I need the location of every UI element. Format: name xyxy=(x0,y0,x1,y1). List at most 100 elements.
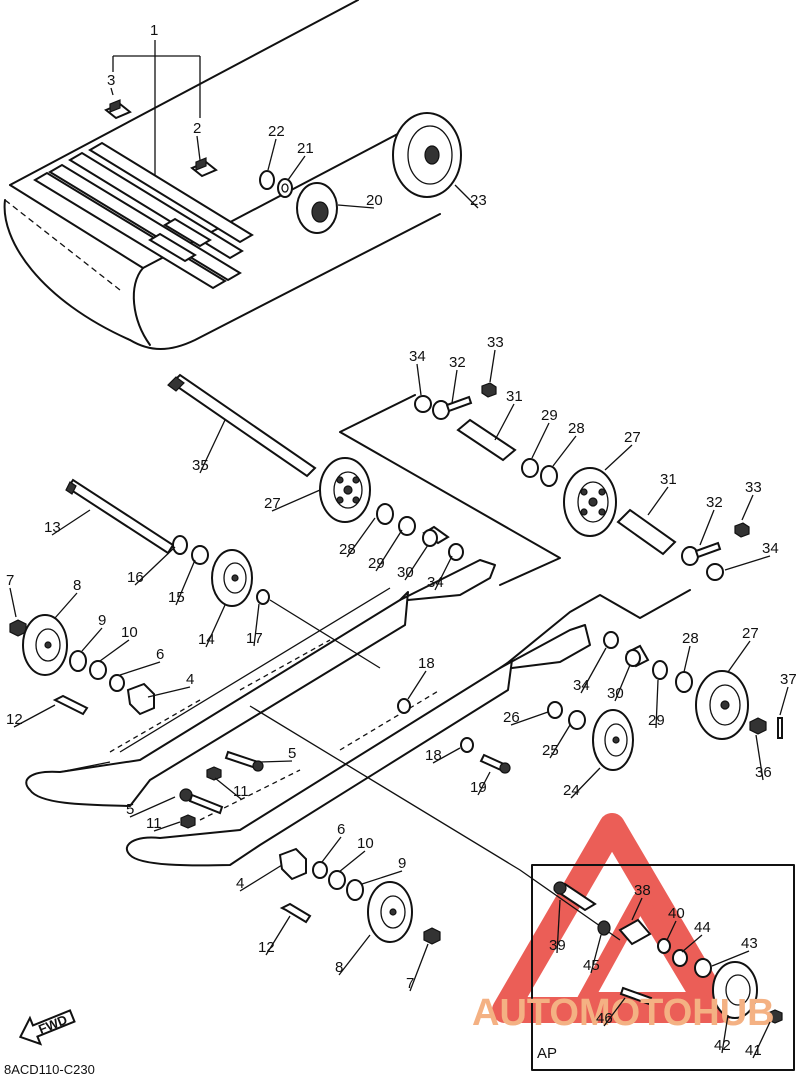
leader-33 xyxy=(489,349,496,383)
callout-30: 30 xyxy=(607,685,624,702)
callout-7: 7 xyxy=(406,975,414,992)
callout-33: 33 xyxy=(745,479,762,496)
inset-parts xyxy=(553,881,783,1024)
callout-26: 26 xyxy=(503,709,520,726)
callout-27: 27 xyxy=(624,429,641,446)
leader-24 xyxy=(570,767,601,799)
callout-34: 34 xyxy=(762,540,779,557)
callout-20: 20 xyxy=(366,192,383,209)
leader-9 xyxy=(361,870,403,885)
watermark-text: AUTOMOTOHUB xyxy=(472,992,775,1034)
bearing-9-right xyxy=(346,879,364,901)
leader-26 xyxy=(510,711,549,726)
track-belt xyxy=(3,0,441,350)
leader-38 xyxy=(631,897,643,921)
leader-lines xyxy=(9,87,789,1059)
collar-18-b xyxy=(460,737,474,753)
leader-36 xyxy=(755,734,764,781)
callout-9: 9 xyxy=(98,612,106,629)
leader-5 xyxy=(259,760,293,763)
callout-27: 27 xyxy=(264,495,281,512)
wheel-27-left xyxy=(319,457,371,523)
bracket-4-right xyxy=(278,847,307,881)
leader-3 xyxy=(110,87,114,96)
callout-14: 14 xyxy=(198,631,215,648)
callout-11: 11 xyxy=(146,815,162,832)
callout-28: 28 xyxy=(568,420,585,437)
leader-31 xyxy=(494,403,515,441)
callout-19: 19 xyxy=(470,779,487,796)
leader-23 xyxy=(454,184,479,209)
callout-34: 34 xyxy=(427,574,444,591)
callout-28: 28 xyxy=(682,630,699,647)
wheel-8-right xyxy=(367,881,413,943)
collar-30-left xyxy=(422,525,450,547)
leader-1 xyxy=(112,40,201,175)
collar-31-right xyxy=(616,508,677,556)
wheel-20 xyxy=(296,182,338,234)
leader-33 xyxy=(741,494,754,521)
watermark-logo xyxy=(492,813,733,1023)
leader-43 xyxy=(711,950,750,967)
callout-12: 12 xyxy=(258,939,275,956)
callout-10: 10 xyxy=(357,835,374,852)
callout-10: 10 xyxy=(121,624,138,641)
leader-34 xyxy=(434,555,453,591)
leader-7 xyxy=(409,943,429,992)
leader-25 xyxy=(549,724,571,759)
nut-11-bottom xyxy=(180,814,196,829)
leader-35 xyxy=(199,419,226,474)
callout-18: 18 xyxy=(425,747,442,764)
callout-21: 21 xyxy=(297,140,314,157)
bearing-21 xyxy=(277,178,293,198)
shaft-35 xyxy=(167,373,317,478)
callout-13: 13 xyxy=(44,519,61,536)
circlip-10-left xyxy=(89,660,107,680)
callout-29: 29 xyxy=(541,407,558,424)
bearing-25 xyxy=(568,710,586,730)
leader-6 xyxy=(321,836,342,863)
leader-27 xyxy=(604,444,633,471)
leader-13 xyxy=(51,509,91,536)
spacer-34-left xyxy=(448,543,464,561)
callout-30: 30 xyxy=(397,564,414,581)
callout-41: 41 xyxy=(745,1042,762,1059)
nut-33-right xyxy=(734,522,750,538)
wheel-23 xyxy=(392,112,462,198)
leader-41 xyxy=(752,1021,771,1059)
callout-5: 5 xyxy=(288,745,296,762)
leader-15 xyxy=(175,559,196,606)
leader-34 xyxy=(724,555,771,571)
leader-44 xyxy=(681,934,703,953)
callout-16: 16 xyxy=(127,569,144,586)
callout-17: 17 xyxy=(246,630,263,647)
callout-23: 23 xyxy=(470,192,487,209)
callout-11: 11 xyxy=(233,783,249,800)
leader-19 xyxy=(477,771,491,796)
callout-40: 40 xyxy=(668,905,685,922)
track-clip-3 xyxy=(104,99,132,120)
leader-28 xyxy=(683,645,691,673)
leader-28 xyxy=(346,517,376,558)
callout-29: 29 xyxy=(648,712,665,729)
leader-4 xyxy=(239,864,283,892)
callout-45: 45 xyxy=(583,957,600,974)
collar-31-top xyxy=(456,418,517,462)
callout-6: 6 xyxy=(156,646,164,663)
callout-5: 5 xyxy=(126,801,134,818)
leader-30 xyxy=(404,544,429,581)
callout-18: 18 xyxy=(418,655,435,672)
bearing-28-top xyxy=(540,465,558,487)
nut-36 xyxy=(749,717,767,735)
leader-29 xyxy=(375,529,403,572)
leader-8 xyxy=(338,934,371,976)
callout-28: 28 xyxy=(339,541,356,558)
callout-8: 8 xyxy=(335,959,343,976)
leader-45 xyxy=(590,934,602,974)
callout-31: 31 xyxy=(506,388,523,405)
leader-29 xyxy=(655,679,659,729)
leader-21 xyxy=(287,155,306,181)
spacer-34-top xyxy=(414,395,432,413)
callout-34: 34 xyxy=(409,348,426,365)
